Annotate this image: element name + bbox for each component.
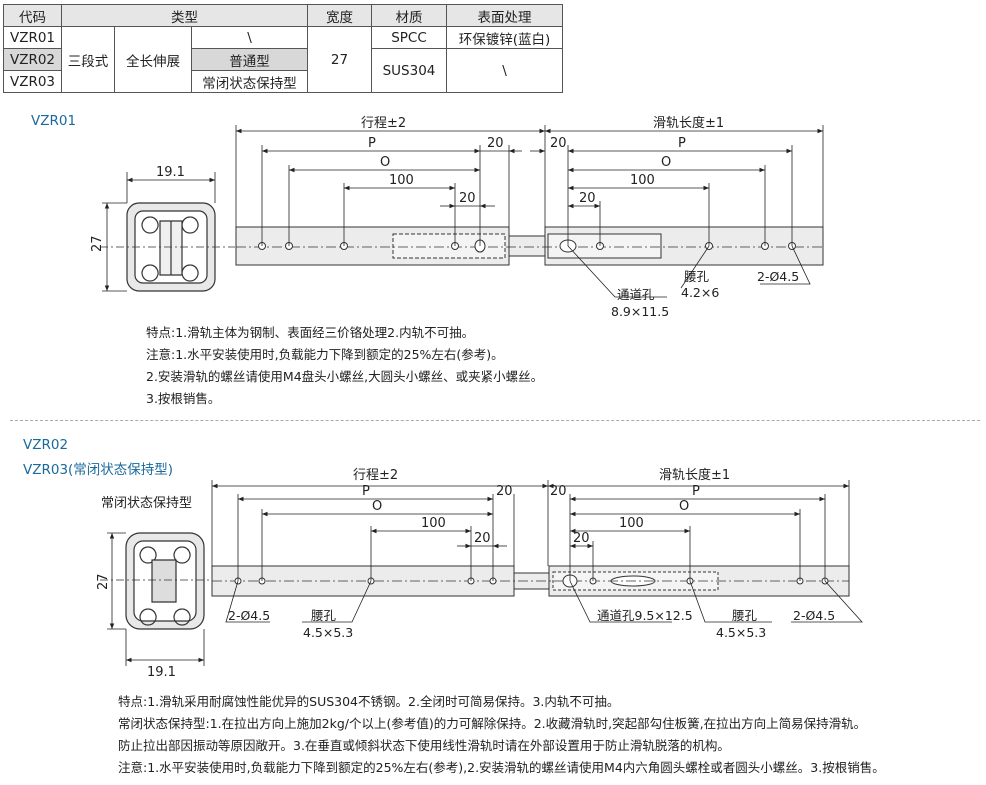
callout-slot-label-left: 腰孔 [311,608,337,623]
header-type: 类型 [61,4,308,27]
note-line: 注意:1.水平安装使用时,负载能力下降到额定的25%左右(参考)。 [146,347,504,362]
notes-section1: 特点:1.滑轨主体为钢制、表面经三价铬处理2.内轨不可抽。 注意:1.水平安装使… [146,322,543,410]
header-finish: 表面处理 [446,4,563,27]
dim-p-left-b: P [362,484,370,499]
vzr01-rail [235,226,824,266]
dim-o-left-b: O [372,499,382,514]
callout-slot-label-right: 腰孔 [732,608,758,623]
dim-20-small-left: 20 [459,191,476,206]
dim-p-right: P [678,136,686,151]
dim-100-left: 100 [389,173,414,188]
callout-through-hole-label: 通道孔 [617,287,655,302]
dim-width-191: 19.1 [156,165,185,180]
callout-holes-left: 2-Ø4.5 [228,608,270,623]
callout-slot-size-right: 4.5×5.3 [716,625,766,640]
note-line: 常闭状态保持型:1.在拉出方向上施加2kg/个以上(参考值)的力可解除保持。2.… [118,716,867,731]
cell-extension: 全长伸展 [114,26,192,93]
cell-material: SUS304 [371,48,447,93]
section2-label: VZR02 [23,437,69,453]
dim-20-right-b: 20 [550,484,567,499]
dim-o-left: O [380,155,390,170]
table-header-row: 代码 类型 宽度 材质 表面处理 [3,4,563,27]
dim-height-27-b: 27 [96,573,111,590]
note-line: 防止拉出部因振动等原因敞开。3.在垂直或倾斜状态下使用线性滑轨时请在外部设置用于… [118,738,730,753]
dim-p-left: P [368,136,376,151]
dim-rail-length-b: 滑轨长度±1 [659,467,730,483]
vzr01-cross-section [100,202,235,292]
note-line: 3.按根销售。 [146,391,221,406]
callout-through-hole-size: 8.9×11.5 [611,304,669,319]
vzr02-rail [211,565,850,597]
vzr02-length-dims [211,480,863,623]
callout-slot-size-left: 4.5×5.3 [303,625,353,640]
dim-stroke: 行程±2 [361,116,406,131]
cell-code: VZR03 [3,70,62,93]
dim-height-27: 27 [90,235,105,252]
dim-o-right: O [661,155,671,170]
dim-p-right-b: P [692,484,700,499]
vzr01-length-dims [235,125,824,298]
header-code: 代码 [3,4,62,27]
dim-20-small-right: 20 [579,191,596,206]
dim-20-right: 20 [550,136,567,151]
note-line: 注意:1.水平安装使用时,负载能力下降到额定的25%左右(参考),2.安装滑轨的… [118,760,885,775]
cell-stage: 三段式 [61,26,115,93]
cell-code: VZR02 [3,48,62,71]
table-row: VZR03 常闭状态保持型 [3,70,563,93]
table-row: VZR01 三段式 全长伸展 \ 27 SPCC 环保镀锌(蓝白) [3,26,563,93]
dim-20-left-b: 20 [496,484,513,499]
dim-20-small-left-b: 20 [474,531,491,546]
cell-finish: \ [446,48,563,93]
note-line: 特点:1.滑轨主体为钢制、表面经三价铬处理2.内轨不可抽。 [146,325,475,340]
vzr02-cross-section [100,532,215,630]
dim-100-left-b: 100 [421,516,446,531]
dim-stroke-b: 行程±2 [353,468,398,483]
callout-holes: 2-Ø4.5 [757,269,799,284]
notes-section2: 特点:1.滑轨采用耐腐蚀性能优异的SUS304不锈钢。2.全闭时可简易保持。3.… [118,691,885,779]
section3-label: VZR03(常闭状态保持型) [23,462,174,478]
header-width: 宽度 [307,4,372,27]
cell-type: 常闭状态保持型 [191,70,308,93]
note-line: 2.安装滑轨的螺丝请使用M4盘头小螺丝,大圆头小螺丝、或夹紧小螺丝。 [146,369,544,384]
section1-label: VZR01 [31,113,77,129]
callout-slot-label: 腰孔 [684,269,710,284]
callout-slot-size: 4.2×6 [681,285,719,300]
dim-100-right-b: 100 [619,516,644,531]
callout-through-hole-b: 通道孔9.5×12.5 [597,608,693,623]
spec-table: 代码 类型 宽度 材质 表面处理 VZR01 三段式 全长伸展 \ 27 SPC… [3,4,563,93]
dim-width-191-b: 19.1 [147,665,176,680]
side-view-label: 常闭状态保持型 [101,496,193,511]
section-divider [10,420,980,421]
callout-holes-right: 2-Ø4.5 [793,608,835,623]
table-row: VZR02 普通型 SUS304 \ [3,48,563,93]
dim-100-right: 100 [630,173,655,188]
dim-o-right-b: O [679,499,689,514]
dim-20-left: 20 [487,136,504,151]
dim-20-small-right-b: 20 [573,531,590,546]
vzr01-section-dims [102,172,216,292]
dim-rail-length: 滑轨长度±1 [653,115,724,131]
vzr02-section-dims [107,532,205,666]
cell-type: 普通型 [191,48,308,71]
note-line: 特点:1.滑轨采用耐腐蚀性能优异的SUS304不锈钢。2.全闭时可简易保持。3.… [118,694,620,709]
